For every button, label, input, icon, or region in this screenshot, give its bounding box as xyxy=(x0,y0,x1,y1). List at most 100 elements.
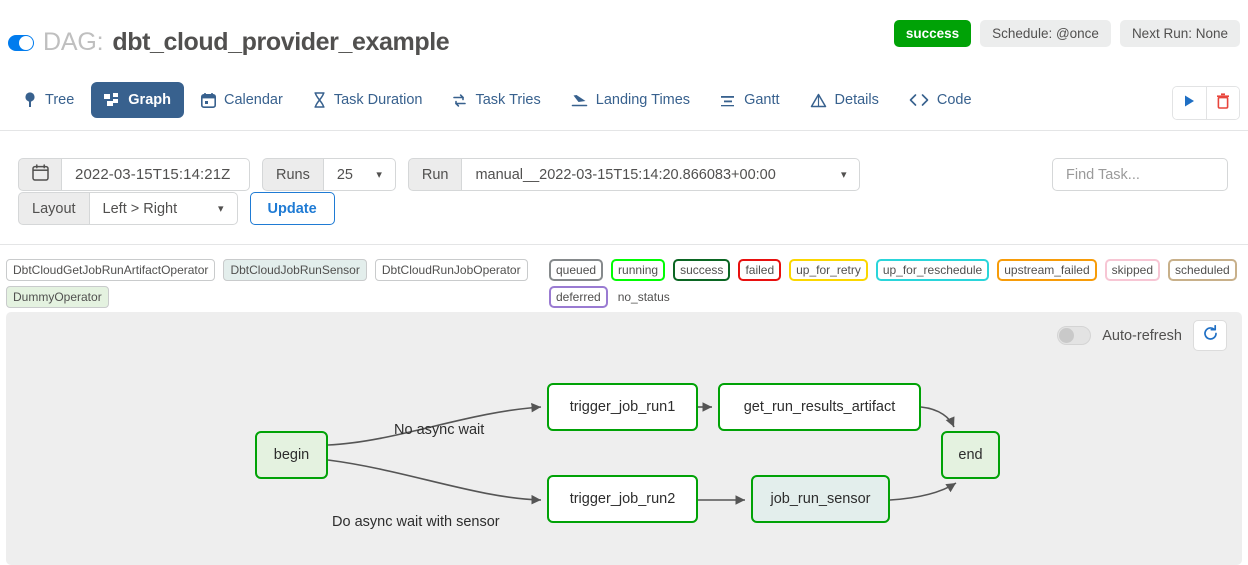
calendar-icon xyxy=(31,164,49,185)
legend-state-failed[interactable]: failed xyxy=(738,259,782,281)
legend-state-skipped[interactable]: skipped xyxy=(1104,259,1160,281)
gantt-icon xyxy=(720,93,736,108)
legend-state-running[interactable]: running xyxy=(611,259,666,281)
graph-node-trigger-job-run2[interactable]: trigger_job_run2 xyxy=(547,475,698,523)
base-date-input[interactable]: 2022-03-15T15:14:21Z xyxy=(62,158,250,191)
legend-state-up-for-retry[interactable]: up_for_retry xyxy=(789,259,868,281)
tab-label: Calendar xyxy=(223,92,283,108)
trigger-dag-button[interactable] xyxy=(1173,87,1206,119)
tab-graph[interactable]: Graph xyxy=(91,82,184,118)
tab-label: Gantt xyxy=(744,92,780,108)
tab-landing-times[interactable]: Landing Times xyxy=(558,82,703,118)
edge-sensor-end xyxy=(889,482,957,501)
tab-task-tries[interactable]: Task Tries xyxy=(439,82,553,118)
graph-edges xyxy=(327,402,957,505)
graph-canvas[interactable]: begin trigger_job_run1 get_run_results_a… xyxy=(6,312,1242,565)
view-tabbar: Tree Graph Calendar Task Duration Task T… xyxy=(0,82,1248,131)
tab-gantt[interactable]: Gantt xyxy=(707,82,792,118)
runs-group: Runs 25 ▾ xyxy=(262,158,396,191)
legend-state-deferred[interactable]: deferred xyxy=(549,286,608,308)
filter-bar: 2022-03-15T15:14:21Z Runs 25 ▾ Run manua… xyxy=(0,131,1248,245)
play-icon xyxy=(1183,94,1196,113)
run-label: Run xyxy=(407,158,463,191)
calendar-button[interactable] xyxy=(18,158,62,191)
runs-value: 25 xyxy=(336,166,353,183)
next-run-badge: Next Run: None xyxy=(1119,20,1240,47)
layout-select[interactable]: Left > Right ▾ xyxy=(89,192,238,225)
state-legend: queued running success failed up_for_ret… xyxy=(549,259,1239,308)
layout-value: Left > Right xyxy=(102,200,178,217)
layout-group: Layout Left > Right ▾ xyxy=(18,192,238,225)
dag-prefix-label: DAG: xyxy=(43,28,104,56)
graph-node-trigger-job-run1[interactable]: trigger_job_run1 xyxy=(547,383,698,431)
legend-operator[interactable]: DbtCloudJobRunSensor xyxy=(223,259,367,281)
dag-name: dbt_cloud_provider_example xyxy=(112,28,450,56)
legend-operator[interactable]: DbtCloudGetJobRunArtifactOperator xyxy=(6,259,216,281)
run-select[interactable]: manual__2022-03-15T15:14:20.866083+00:00… xyxy=(462,158,861,191)
legend-state-upstream-failed[interactable]: upstream_failed xyxy=(997,259,1097,281)
tree-icon xyxy=(23,92,37,108)
graph-node-begin[interactable]: begin xyxy=(255,431,328,479)
legend-operator[interactable]: DbtCloudRunJobOperator xyxy=(374,259,528,281)
tab-task-duration[interactable]: Task Duration xyxy=(300,82,436,118)
tab-tree[interactable]: Tree xyxy=(10,82,87,118)
status-badge: success xyxy=(893,20,972,47)
run-group: Run manual__2022-03-15T15:14:20.866083+0… xyxy=(407,158,861,191)
base-date-group: 2022-03-15T15:14:21Z xyxy=(18,158,250,191)
update-button[interactable]: Update xyxy=(249,192,335,225)
node-label: trigger_job_run2 xyxy=(569,491,676,507)
trash-icon xyxy=(1216,92,1230,114)
legend-operator[interactable]: DummyOperator xyxy=(6,286,109,308)
node-label: job_run_sensor xyxy=(770,491,871,507)
tab-label: Task Tries xyxy=(475,92,541,108)
legend-state-success[interactable]: success xyxy=(673,259,731,281)
calendar-icon xyxy=(200,92,216,108)
auto-refresh-label: Auto-refresh xyxy=(1102,327,1182,344)
auto-refresh-toggle[interactable] xyxy=(1057,326,1092,345)
code-icon xyxy=(909,93,929,107)
graph-node-get-run-results-artifact[interactable]: get_run_results_artifact xyxy=(718,383,921,431)
header-badges: success Schedule: @once Next Run: None xyxy=(893,20,1240,47)
page-header: DAG: dbt_cloud_provider_example success … xyxy=(0,0,1248,72)
edge-artifact-end xyxy=(920,406,955,428)
runs-label: Runs xyxy=(262,158,324,191)
node-label: get_run_results_artifact xyxy=(743,399,896,415)
legend: DbtCloudGetJobRunArtifactOperator DbtClo… xyxy=(0,245,1248,308)
graph-node-job-run-sensor[interactable]: job_run_sensor xyxy=(751,475,890,523)
refresh-icon xyxy=(1202,324,1219,347)
dag-actions xyxy=(1172,86,1240,120)
tab-label: Task Duration xyxy=(333,92,423,108)
legend-state-queued[interactable]: queued xyxy=(549,259,604,281)
tab-label: Tree xyxy=(45,92,75,108)
tab-details[interactable]: Details xyxy=(797,82,892,118)
edge-label-no-async-wait: No async wait xyxy=(394,422,485,438)
triangle-icon xyxy=(810,93,827,108)
refresh-button[interactable] xyxy=(1193,320,1227,351)
edge-begin-trigger1 xyxy=(327,402,542,446)
node-label: trigger_job_run1 xyxy=(569,399,676,415)
edge-begin-trigger2 xyxy=(327,459,542,505)
run-value: manual__2022-03-15T15:14:20.866083+00:00 xyxy=(475,166,776,183)
layout-label: Layout xyxy=(18,192,90,225)
tab-code[interactable]: Code xyxy=(896,82,985,118)
dag-pause-toggle[interactable] xyxy=(8,34,34,51)
tab-label: Graph xyxy=(128,92,171,108)
refresh-controls: Auto-refresh xyxy=(1057,320,1227,351)
tab-label: Code xyxy=(936,92,972,108)
find-task-input[interactable]: Find Task... xyxy=(1052,158,1228,191)
legend-state-up-for-reschedule[interactable]: up_for_reschedule xyxy=(875,259,990,281)
legend-state-no-status[interactable]: no_status xyxy=(617,290,670,304)
node-label: begin xyxy=(273,447,310,463)
runs-select[interactable]: 25 ▾ xyxy=(323,158,396,191)
page-title: DAG: dbt_cloud_provider_example xyxy=(8,28,450,57)
graph-icon xyxy=(104,92,120,108)
legend-state-scheduled[interactable]: scheduled xyxy=(1168,259,1237,281)
tab-calendar[interactable]: Calendar xyxy=(188,82,296,118)
graph-panel: Auto-refresh begin trigger_job_run1 get_… xyxy=(6,312,1242,565)
tab-label: Details xyxy=(834,92,879,108)
delete-dag-button[interactable] xyxy=(1206,87,1239,119)
landing-icon xyxy=(571,93,588,108)
graph-node-end[interactable]: end xyxy=(941,431,1000,479)
hourglass-icon xyxy=(313,92,326,108)
retry-icon xyxy=(452,93,467,108)
